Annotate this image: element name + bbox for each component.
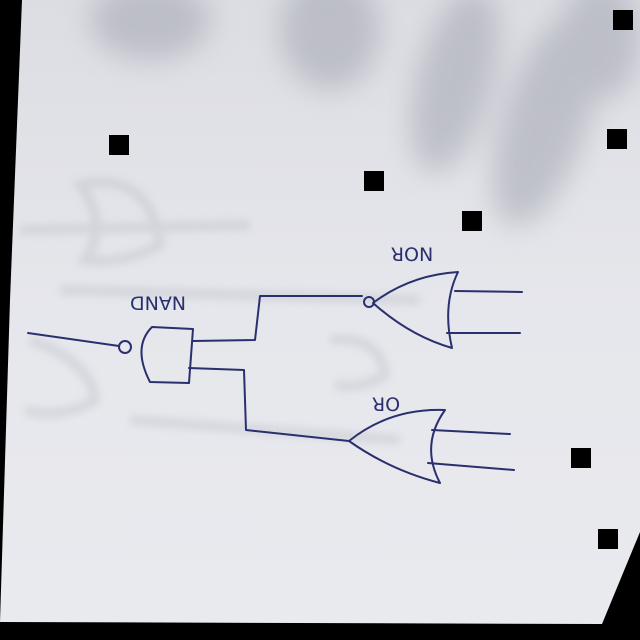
circuit-drawing <box>27 271 523 484</box>
marker-square <box>607 129 627 149</box>
marker-square <box>364 171 384 191</box>
or-input-wire-top <box>431 429 511 435</box>
or-input-wire-bottom <box>427 462 515 471</box>
marker-square <box>462 211 482 231</box>
nand-output-wire <box>27 332 120 347</box>
nand-input-wire-bottom <box>188 367 350 442</box>
or-label: OR <box>372 393 400 415</box>
nand-label: NAND <box>130 292 186 314</box>
marker-square <box>613 10 633 30</box>
nor-input-wire-top <box>454 290 523 293</box>
bleed-through-marks <box>19 177 421 445</box>
nor-label: NOR <box>391 243 433 265</box>
occlusion-markers <box>109 10 633 549</box>
nand-bubble <box>118 340 132 354</box>
marker-square <box>109 135 129 155</box>
nand-gate <box>140 326 194 384</box>
nand-input-wire-top <box>192 295 363 342</box>
marker-square <box>571 448 591 468</box>
nor-gate <box>372 271 459 349</box>
or-gate <box>348 408 446 484</box>
marker-square <box>598 529 618 549</box>
nor-bubble <box>363 296 375 308</box>
